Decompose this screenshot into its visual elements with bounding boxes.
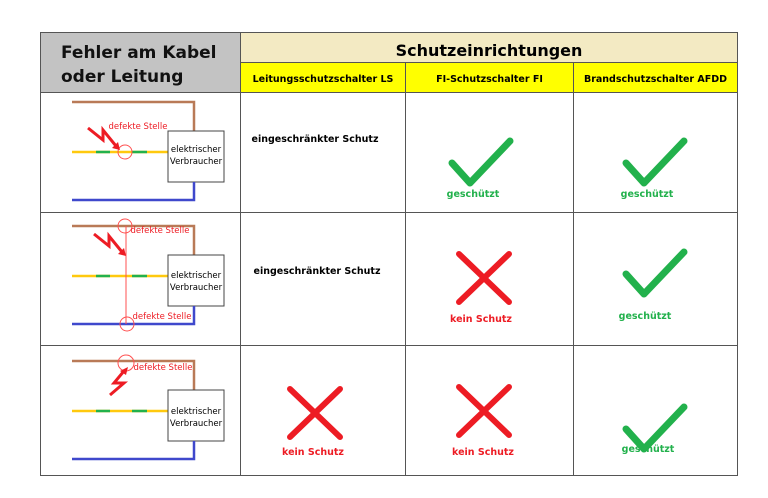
fault-label: defekte Stelle	[133, 363, 193, 373]
row1-ls-result: eingeschränkter Schutz	[251, 134, 379, 145]
header-line2: oder Leitung	[61, 67, 184, 87]
row1-fi-result: geschützt	[446, 189, 500, 200]
row3-diagram	[70, 354, 226, 461]
fault-label: defekte Stelle	[108, 122, 168, 132]
cross-icon	[459, 254, 509, 302]
row2-afdd-result: geschützt	[618, 311, 672, 322]
header-protection-devices: Schutzeinrichtungen	[240, 32, 738, 63]
row2-diagram	[70, 218, 226, 332]
cross-icon	[459, 387, 509, 435]
row3-afdd-cell	[573, 345, 738, 476]
row2-ls-result: eingeschränkter Schutz	[253, 266, 381, 277]
lightning-icon	[109, 370, 129, 397]
row3-ls-result: kein Schutz	[282, 447, 344, 458]
check-icon	[452, 141, 510, 183]
check-icon	[626, 407, 684, 449]
fault-label: defekte Stelle	[132, 312, 192, 322]
header-line1: Fehler am Kabel	[61, 43, 217, 63]
lightning-icon	[93, 231, 124, 253]
check-icon	[626, 141, 684, 183]
header-fault-type: Fehler am Kabel oder Leitung	[40, 32, 241, 93]
fault-label: defekte Stelle	[130, 226, 190, 236]
row3-afdd-result: geschützt	[621, 444, 675, 455]
column-afdd: Brandschutzschalter AFDD	[573, 62, 738, 93]
check-icon	[626, 252, 684, 294]
row1-diagram	[70, 100, 226, 202]
row2-fi-result: kein Schutz	[450, 314, 512, 325]
lightning-icon	[87, 125, 118, 147]
row3-fi-result: kein Schutz	[452, 447, 514, 458]
row1-afdd-result: geschützt	[620, 189, 674, 200]
cross-icon	[290, 389, 340, 437]
